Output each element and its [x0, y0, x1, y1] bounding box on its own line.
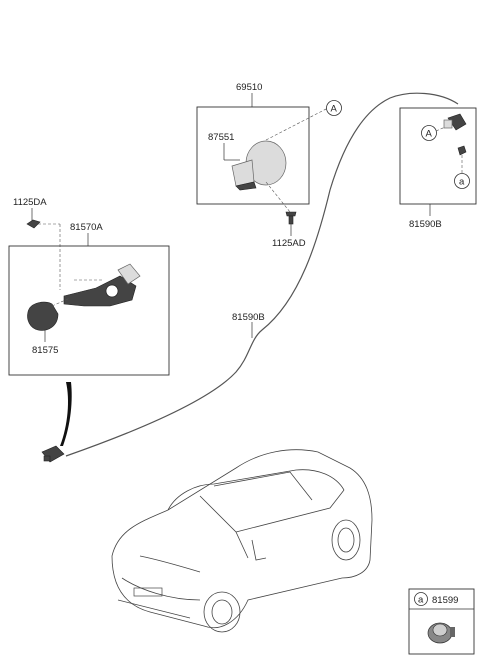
lever-group: 1125DA 81570A 81575 [8, 197, 170, 376]
callout-a-legend: a [414, 592, 428, 606]
label-81575: 81575 [32, 345, 58, 356]
callout-a-right: a [454, 173, 470, 189]
svg-text:A: A [426, 129, 433, 140]
knob-81575 [27, 301, 59, 331]
car-illustration [111, 449, 373, 633]
label-81590B-mid: 81590B [232, 312, 265, 323]
label-87551: 87551 [208, 132, 234, 143]
legend-81599: a 81599 [408, 588, 475, 655]
callout-A-top: A [326, 100, 342, 116]
screw-1125AD [285, 211, 297, 225]
svg-text:a: a [418, 595, 424, 606]
cable-connector-part [443, 113, 467, 131]
lever-box [8, 245, 170, 376]
screw-1125DA [26, 219, 41, 229]
label-81599: 81599 [432, 595, 458, 606]
label-1125AD: 1125AD [272, 238, 306, 249]
release-cable [65, 92, 459, 457]
actuator-box [399, 107, 477, 205]
fuel-door-group: 69510 87551 1125AD [196, 82, 329, 249]
legend-box [408, 588, 475, 655]
actuator-box-group: A a 81590B [399, 107, 477, 230]
label-81570A: 81570A [70, 222, 103, 233]
svg-text:a: a [459, 177, 465, 188]
small-nut-part [457, 145, 467, 156]
cable-end-part [41, 445, 65, 463]
fuel-door-box [196, 106, 310, 205]
fuel-door-part [231, 140, 287, 191]
label-1125DA: 1125DA [13, 197, 47, 208]
svg-text:A: A [331, 104, 338, 115]
pointer-arrow [60, 382, 72, 446]
label-69510: 69510 [236, 82, 262, 93]
grommet-part [427, 622, 455, 644]
callout-A-right: A [421, 125, 437, 141]
label-81590B-right: 81590B [409, 219, 442, 230]
lever-assembly-part [63, 263, 141, 307]
